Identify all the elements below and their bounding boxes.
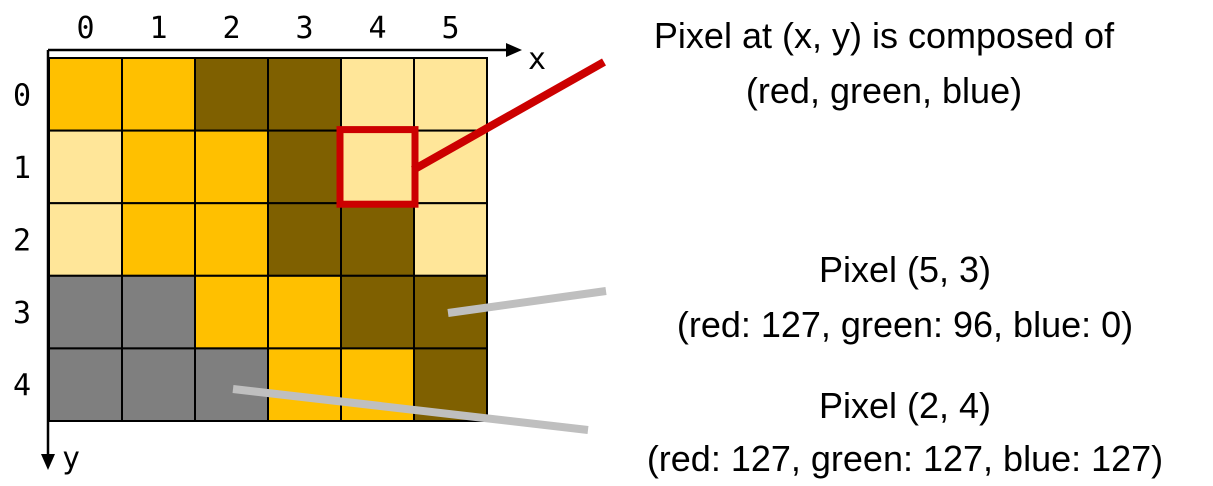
x-tick-label: 5 bbox=[441, 11, 459, 46]
pixel-cell-0-2 bbox=[48, 202, 123, 277]
pixel-2-4-values: (red: 127, green: 127, blue: 127) bbox=[647, 438, 1163, 479]
pixel-cell-1-3 bbox=[121, 274, 196, 350]
y-axis-label: y bbox=[62, 441, 80, 476]
pixel-cell-0-4 bbox=[48, 347, 123, 422]
y-tick-label: 4 bbox=[13, 369, 31, 404]
y-tick-label: 0 bbox=[13, 78, 31, 113]
highlight-leader-line bbox=[411, 58, 606, 174]
pixel-grid bbox=[48, 57, 488, 422]
pixel-5-3-leader-line bbox=[447, 287, 607, 317]
pixel-5-3-title: Pixel (5, 3) bbox=[819, 249, 991, 290]
pixel-2-4-note: Pixel (2, 4) (red: 127, green: 127, blue… bbox=[647, 385, 1163, 479]
x-tick-label: 4 bbox=[368, 11, 386, 46]
x-tick-label: 0 bbox=[76, 11, 94, 46]
composition-note-line1: Pixel at (x, y) is composed of bbox=[654, 15, 1115, 56]
x-tick-label: 3 bbox=[295, 11, 313, 46]
pixel-cell-3-2 bbox=[267, 202, 342, 277]
pixel-5-3-values: (red: 127, green: 96, blue: 0) bbox=[677, 304, 1133, 345]
pixel-cell-1-1 bbox=[121, 129, 196, 205]
y-axis-arrowhead bbox=[41, 454, 55, 470]
pixel-cell-1-0 bbox=[121, 57, 196, 132]
x-axis-arrowhead bbox=[506, 43, 522, 57]
pixel-cell-4-2 bbox=[340, 202, 415, 277]
pixel-cell-4-0 bbox=[340, 57, 415, 132]
pixel-cell-3-0 bbox=[267, 57, 342, 132]
pixel-cell-3-1 bbox=[267, 129, 342, 205]
pixel-2-4-leader-line bbox=[232, 385, 589, 434]
y-tick-label: 1 bbox=[13, 151, 31, 186]
pixel-cell-5-0 bbox=[413, 57, 488, 132]
axes: x y bbox=[41, 42, 546, 476]
pixel-cell-5-2 bbox=[413, 202, 488, 277]
x-axis-label: x bbox=[528, 42, 546, 77]
pixel-cell-3-3 bbox=[267, 274, 342, 350]
pixel-cell-1-4 bbox=[121, 347, 196, 422]
pixel-cell-2-0 bbox=[194, 57, 269, 132]
pixel-cell-4-3 bbox=[340, 274, 415, 350]
y-tick-labels: 0 1 2 3 4 bbox=[13, 78, 31, 403]
y-tick-label: 2 bbox=[13, 224, 31, 259]
pixel-cell-3-4 bbox=[267, 347, 342, 422]
pixel-cell-0-3 bbox=[48, 274, 123, 350]
composition-note-line2: (red, green, blue) bbox=[746, 70, 1022, 111]
pixel-cell-2-2 bbox=[194, 202, 269, 277]
pixel-cell-1-2 bbox=[121, 202, 196, 277]
composition-note: Pixel at (x, y) is composed of (red, gre… bbox=[654, 15, 1115, 111]
pixel-cell-0-0 bbox=[48, 57, 123, 132]
pixel-cell-2-4 bbox=[194, 347, 269, 422]
pixel-cell-0-1 bbox=[48, 129, 123, 205]
x-tick-label: 1 bbox=[149, 11, 167, 46]
pixel-cell-2-1 bbox=[194, 129, 269, 205]
x-tick-labels: 0 1 2 3 4 5 bbox=[76, 11, 459, 46]
pixel-cell-2-3 bbox=[194, 274, 269, 350]
y-tick-label: 3 bbox=[13, 296, 31, 331]
pixel-5-3-note: Pixel (5, 3) (red: 127, green: 96, blue:… bbox=[677, 249, 1133, 345]
pixel-2-4-title: Pixel (2, 4) bbox=[819, 385, 991, 426]
pixel-cell-4-1 bbox=[340, 129, 415, 205]
x-tick-label: 2 bbox=[222, 11, 240, 46]
